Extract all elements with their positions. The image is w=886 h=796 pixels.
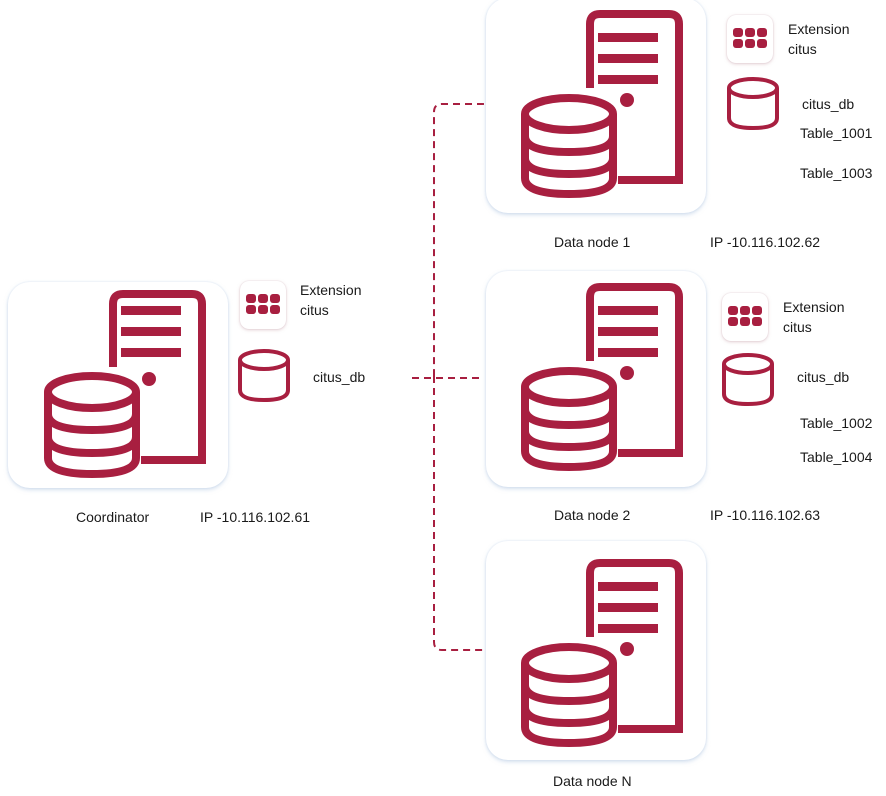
extension-value: citus <box>300 302 329 318</box>
coordinator-label: Coordinator <box>76 509 150 525</box>
node-1-table: Table_1003 <box>800 165 873 181</box>
node-1-db-label: citus_db <box>802 96 855 112</box>
coordinator-ip: IP -10.116.102.61 <box>200 509 311 525</box>
database-icon <box>727 77 779 131</box>
coordinator-db-label: citus_db <box>313 369 366 385</box>
link-to-node-1 <box>433 103 484 376</box>
node-2-table: Table_1004 <box>800 449 873 465</box>
database-server-icon <box>521 559 683 748</box>
node-1-ip: IP -10.116.102.62 <box>710 234 821 250</box>
data-node-1-tile[interactable] <box>486 0 706 213</box>
node-1-table: Table_1001 <box>800 125 873 141</box>
node-2-table: Table_1002 <box>800 415 873 431</box>
grid-icon <box>733 28 767 48</box>
grid-icon <box>728 306 762 326</box>
extension-name: Extension <box>788 21 850 37</box>
extension-name: Extension <box>300 282 362 298</box>
coordinator-extension-label: Extension citus <box>300 280 361 320</box>
node-1-extension-label: Extension citus <box>788 19 849 59</box>
node-2-ip: IP -10.116.102.63 <box>710 507 821 523</box>
coordinator-tile[interactable] <box>8 282 228 488</box>
database-server-icon <box>521 283 683 472</box>
node-2-label: Data node 2 <box>554 507 631 523</box>
extension-tile <box>722 293 768 341</box>
database-server-icon <box>44 290 206 479</box>
extension-value: citus <box>783 319 812 335</box>
node-2-extension-label: Extension citus <box>783 297 844 337</box>
extension-tile <box>727 15 773 63</box>
node-2-db-label: citus_db <box>797 369 850 385</box>
data-node-n-tile[interactable] <box>486 541 706 760</box>
link-to-node-n <box>433 376 484 651</box>
extension-tile <box>240 281 286 329</box>
data-node-2-tile[interactable] <box>486 271 706 487</box>
database-server-icon <box>521 10 683 199</box>
database-icon <box>722 353 774 407</box>
database-icon <box>238 349 290 403</box>
node-1-label: Data node 1 <box>554 234 631 250</box>
node-n-label: Data node N <box>553 773 632 789</box>
extension-name: Extension <box>783 299 845 315</box>
extension-value: citus <box>788 41 817 57</box>
grid-icon <box>246 294 280 314</box>
